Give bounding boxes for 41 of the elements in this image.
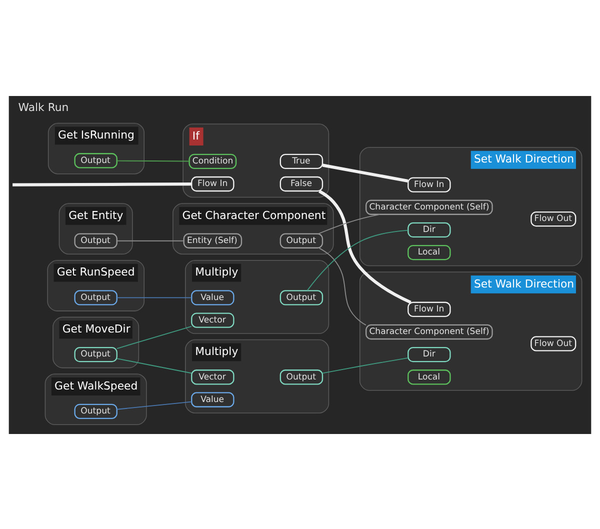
node-box: Local <box>408 369 451 384</box>
connector <box>116 400 192 410</box>
node-box: Output <box>280 290 324 305</box>
node-box: Value <box>191 392 234 407</box>
node-box: Output <box>74 403 118 418</box>
connector <box>322 356 408 374</box>
node-box: Value <box>191 290 234 305</box>
connector <box>116 240 184 241</box>
node-box: Output <box>74 346 118 362</box>
connector <box>318 189 412 304</box>
node-box: Flow In <box>191 176 234 192</box>
node-box: Flow Out <box>530 210 576 226</box>
connector <box>12 182 192 186</box>
connector <box>318 247 366 326</box>
connector <box>116 296 192 298</box>
diagram-title: Walk Run <box>18 100 69 114</box>
node-box: Entity (Self) <box>183 232 242 248</box>
node-box: Flow In <box>408 301 451 316</box>
node-box: Character Component (Self) <box>366 199 493 214</box>
connector <box>322 163 408 182</box>
node-box: Flow In <box>408 176 451 192</box>
node-box: Output <box>280 232 324 248</box>
node-box: Dir <box>408 222 451 238</box>
node-box: Flow Out <box>530 336 576 351</box>
node-box: Vector <box>191 312 234 328</box>
node-box: Output <box>74 232 118 248</box>
node-box: Character Component (Self) <box>366 324 493 340</box>
node-box: Output <box>74 290 118 305</box>
connector <box>318 213 380 234</box>
connector <box>116 358 192 374</box>
node-box: Vector <box>191 369 234 384</box>
node-box: Output <box>280 369 324 384</box>
connector <box>116 325 192 348</box>
node-box: True <box>280 153 324 169</box>
node-box: False <box>280 176 324 192</box>
node-box: Condition <box>188 153 237 169</box>
node-box: Output <box>74 152 118 168</box>
connector <box>306 229 408 290</box>
node-box: Dir <box>408 346 451 362</box>
connector <box>116 160 190 162</box>
node-box: Local <box>408 244 451 260</box>
